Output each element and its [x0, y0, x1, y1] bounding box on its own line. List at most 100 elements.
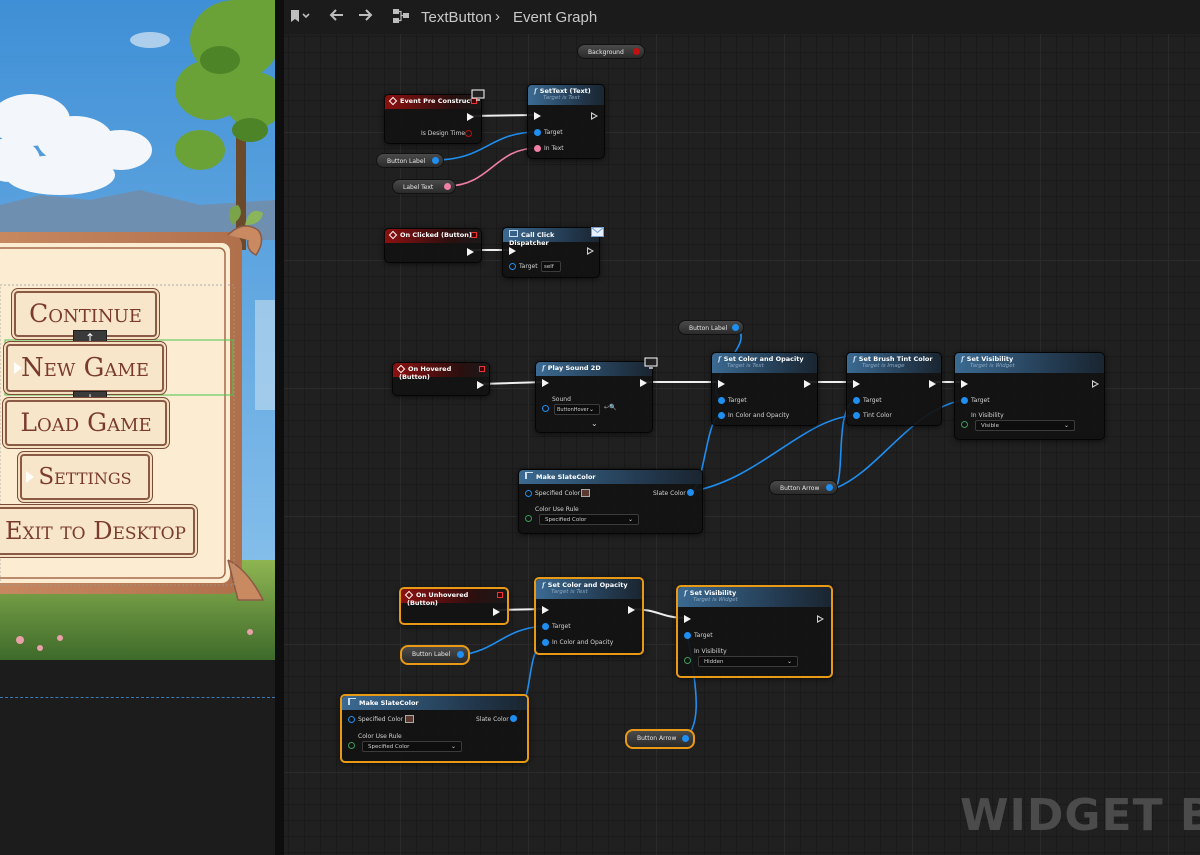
settings-button[interactable]: Settings [20, 454, 150, 500]
color-use-rule-pin[interactable] [348, 742, 355, 749]
sound-pin[interactable] [542, 405, 549, 412]
tint-color-pin[interactable] [853, 412, 860, 419]
button-arrow-variable-hover[interactable]: Button Arrow [769, 480, 838, 495]
widget-blueprint-watermark: WIDGET BLU [960, 790, 1200, 841]
button-label-pin[interactable] [732, 324, 739, 331]
target-pin[interactable] [542, 623, 549, 630]
button-label-pin[interactable] [432, 157, 439, 164]
button-label-variable[interactable]: Button Label [376, 153, 444, 168]
exec-in-pin[interactable] [509, 247, 516, 255]
make-slatecolor-header: Make SlateColor [519, 470, 702, 484]
viewport-boundary-line [0, 697, 275, 698]
exec-out-pin[interactable] [817, 615, 824, 623]
exec-out-pin[interactable] [1092, 380, 1099, 388]
button-label-variable-unhover[interactable]: Button Label [400, 645, 470, 665]
exec-out-pin[interactable] [467, 113, 474, 121]
on-hovered-node[interactable]: On Hovered (Button) [392, 362, 490, 396]
self-field[interactable]: self [541, 261, 561, 272]
slate-color-out-pin[interactable] [510, 715, 517, 722]
continue-button[interactable]: Continue [14, 291, 157, 337]
exec-out-pin[interactable] [628, 606, 635, 614]
event-icon [404, 590, 414, 600]
target-pin[interactable] [961, 397, 968, 404]
exec-out-pin[interactable] [804, 380, 811, 388]
in-text-pin[interactable] [534, 145, 541, 152]
specified-color-pin[interactable] [525, 490, 532, 497]
call-click-dispatcher-node[interactable]: Call Click Dispatcher Target self [502, 227, 600, 278]
target-pin[interactable] [853, 397, 860, 404]
exec-out-pin[interactable] [640, 379, 647, 387]
on-unhovered-node[interactable]: On Unhovered (Button) [399, 587, 509, 625]
specified-color-pin[interactable] [348, 716, 355, 723]
visibility-dropdown[interactable]: Hidden⌄ [698, 656, 798, 667]
button-label-pin[interactable] [457, 651, 464, 658]
button-label-variable-hover[interactable]: Button Label [678, 320, 744, 335]
exec-out-pin[interactable] [477, 381, 484, 389]
visibility-dropdown[interactable]: Visible⌄ [975, 420, 1075, 431]
in-color-pin[interactable] [542, 639, 549, 646]
event-icon [396, 364, 406, 374]
designer-preview[interactable]: Continue ↑ New Game ↓ Load Game Settings… [0, 0, 275, 855]
color-use-rule-dropdown[interactable]: Specified Color⌄ [539, 514, 639, 525]
specified-color-swatch[interactable] [405, 715, 414, 723]
expand-chevron-icon[interactable]: ⌄ [591, 419, 598, 428]
exec-out-pin[interactable] [467, 248, 474, 256]
target-pin[interactable] [509, 263, 516, 270]
exec-out-pin[interactable] [591, 112, 598, 120]
event-pre-construct-header: Event Pre Construct [385, 95, 481, 109]
target-pin[interactable] [684, 632, 691, 639]
button-arrow-variable-unhover[interactable]: Button Arrow [625, 729, 695, 749]
monitor-icon [471, 86, 485, 105]
forward-arrow-icon[interactable] [358, 8, 374, 26]
new-game-button[interactable]: New Game [6, 344, 164, 392]
background-variable[interactable]: Background [577, 44, 645, 59]
back-arrow-icon[interactable] [328, 8, 344, 26]
panel-splitter[interactable] [275, 0, 284, 855]
in-visibility-pin[interactable] [684, 657, 691, 664]
on-clicked-node[interactable]: On Clicked (Button) [384, 228, 482, 263]
specified-color-swatch[interactable] [581, 489, 590, 497]
exec-in-pin[interactable] [684, 615, 691, 623]
browse-asset-icon[interactable]: ↩🔍 [604, 404, 617, 411]
sound-asset-dropdown[interactable]: ButtonHover⌄ [554, 404, 600, 415]
color-use-rule-pin[interactable] [525, 515, 532, 522]
exec-in-pin[interactable] [853, 380, 860, 388]
exit-to-desktop-button[interactable]: Exit to Desktop [0, 507, 195, 555]
delegate-pin-icon [471, 232, 477, 238]
button-arrow-pin[interactable] [682, 735, 689, 742]
target-pin[interactable] [534, 129, 541, 136]
label-text-pin[interactable] [444, 183, 451, 190]
event-pre-construct-node[interactable]: Event Pre Construct Is Design Time [384, 94, 482, 144]
load-game-button[interactable]: Load Game [5, 400, 167, 446]
exec-in-pin[interactable] [542, 606, 549, 614]
slate-color-out-pin[interactable] [687, 489, 694, 496]
breadcrumb-blueprint[interactable]: TextButton [421, 9, 492, 26]
slate-color-label: Slate Color [653, 490, 686, 497]
breadcrumb-graph[interactable]: Event Graph [513, 9, 598, 26]
exec-in-pin[interactable] [718, 380, 725, 388]
button-arrow-pin[interactable] [826, 484, 833, 491]
exec-out-pin[interactable] [493, 608, 500, 616]
target-pin[interactable] [718, 397, 725, 404]
exec-in-pin[interactable] [534, 112, 541, 120]
exec-in-pin[interactable] [542, 379, 549, 387]
exec-out-pin[interactable] [587, 247, 594, 255]
bookmark-icon[interactable] [290, 9, 310, 27]
is-design-time-pin[interactable] [465, 130, 472, 137]
exec-out-pin[interactable] [929, 380, 936, 388]
in-visibility-pin[interactable] [961, 421, 968, 428]
make-slatecolor-node-unhover[interactable]: Make SlateColor Specified Color Slate Co… [340, 694, 529, 763]
make-slatecolor-node-hover[interactable]: Make SlateColor Specified Color Slate Co… [518, 469, 703, 534]
background-pin[interactable] [633, 48, 640, 55]
label-text-variable[interactable]: Label Text [392, 179, 456, 194]
exec-in-pin[interactable] [961, 380, 968, 388]
color-use-rule-dropdown[interactable]: Specified Color⌄ [362, 741, 462, 752]
in-color-pin[interactable] [718, 412, 725, 419]
